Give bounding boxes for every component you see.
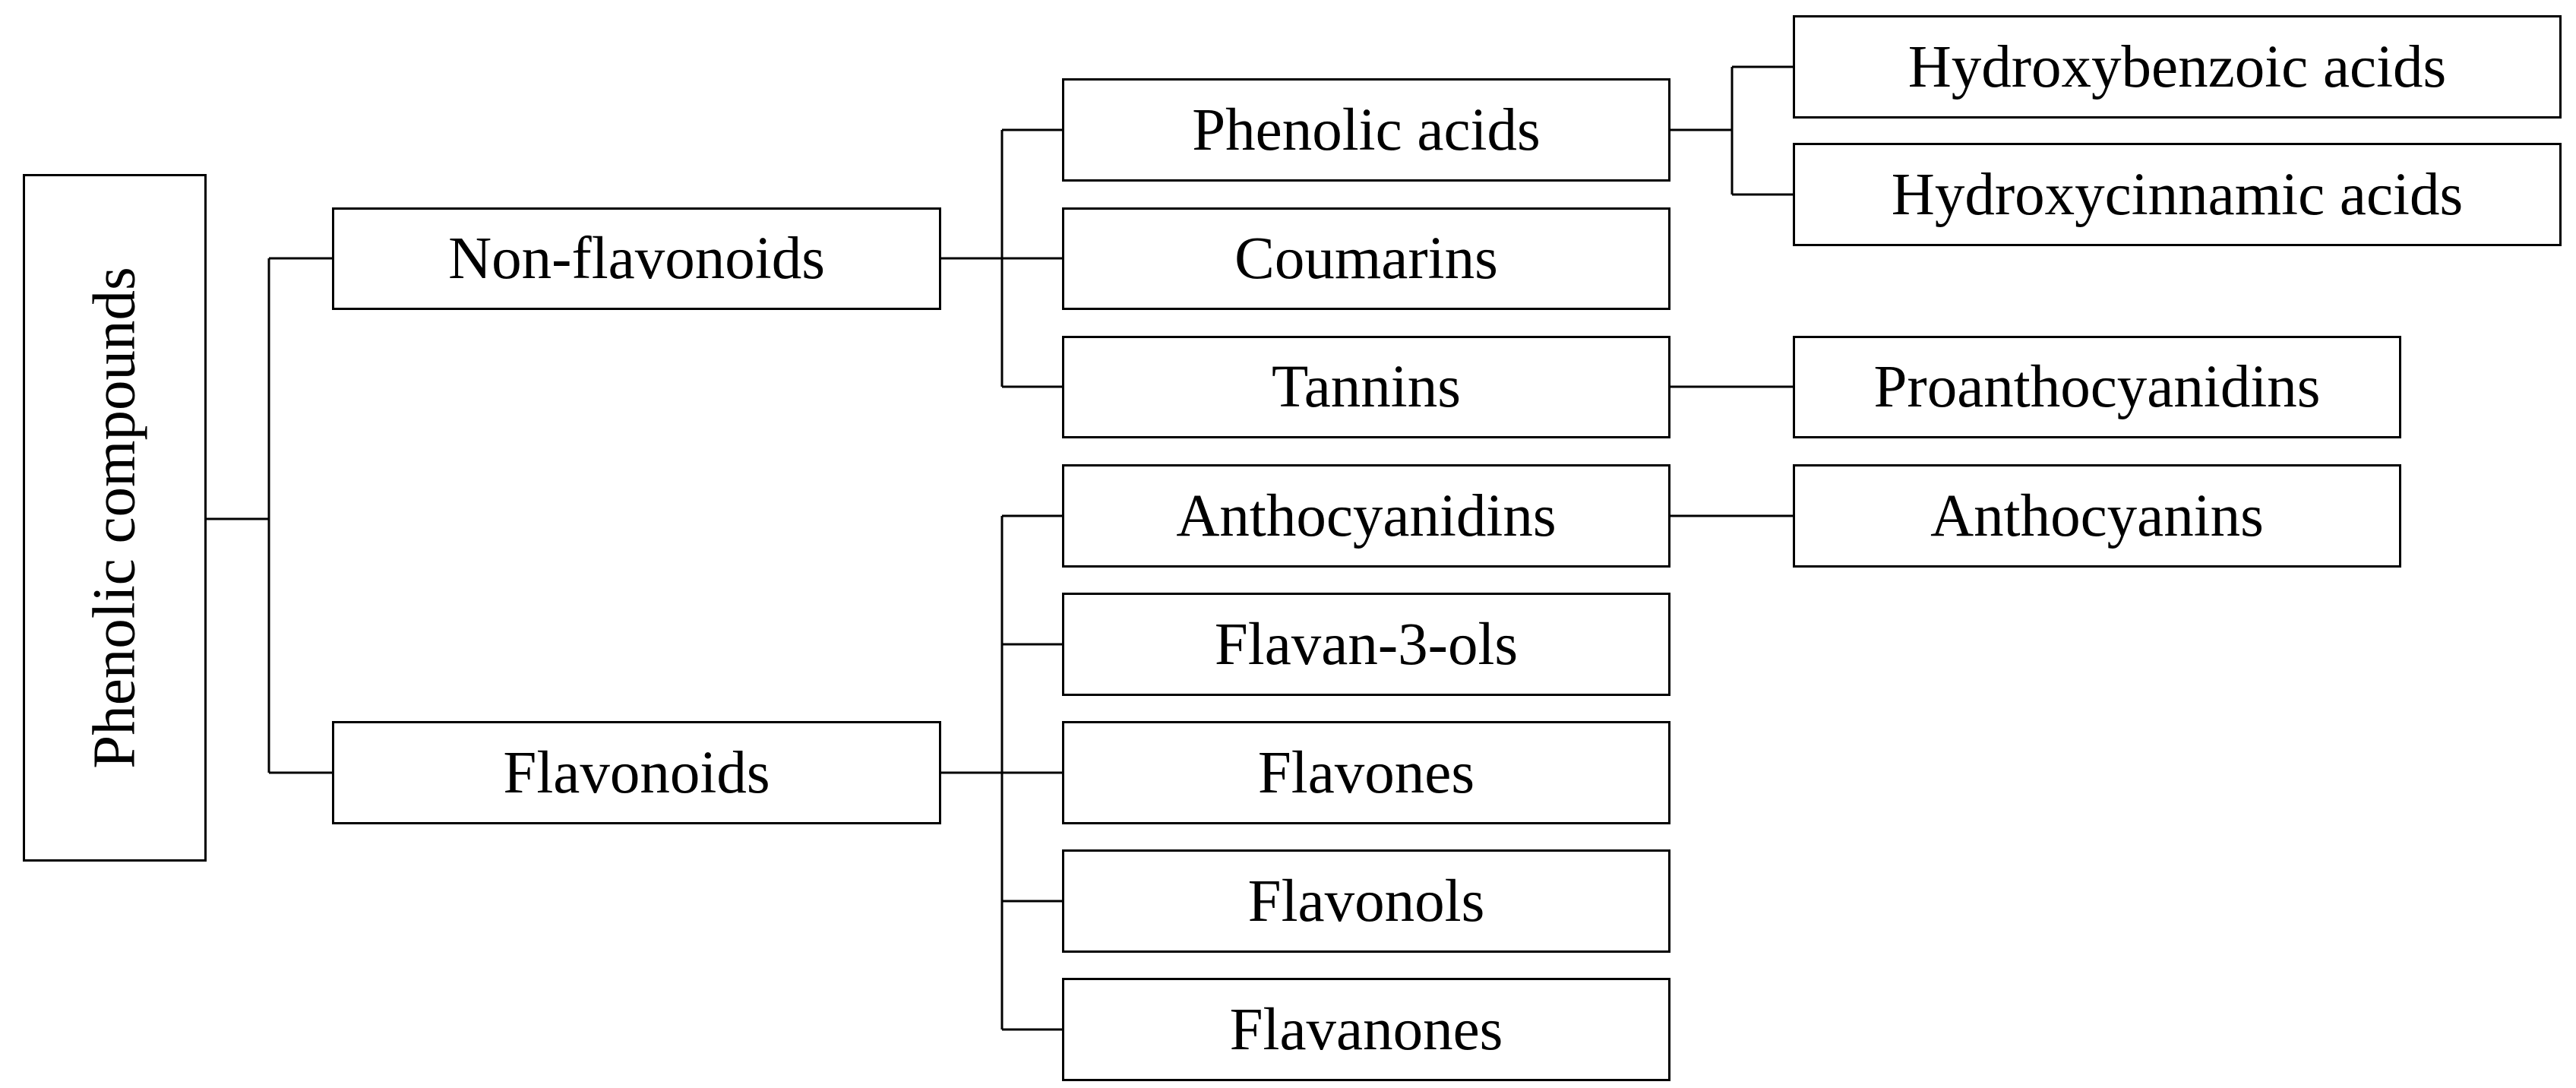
node-flavones: Flavones [1062, 721, 1670, 824]
connector-flavonoids [941, 514, 1062, 1031]
connector-root [207, 257, 332, 774]
node-label: Non-flavonoids [448, 226, 825, 292]
node-label: Coumarins [1234, 226, 1498, 292]
node-label: Flavan-3-ols [1214, 611, 1519, 678]
node-label: Tannins [1272, 354, 1461, 420]
connector-phenolic-acids [1670, 65, 1793, 196]
node-proanthocyanidins: Proanthocyanidins [1793, 336, 2401, 438]
node-label: Hydroxybenzoic acids [1908, 33, 2447, 100]
node-anthocyanidins: Anthocyanidins [1062, 464, 1670, 568]
node-label: Phenolic compounds [81, 267, 148, 769]
node-phenolic-acids: Phenolic acids [1062, 78, 1670, 182]
node-coumarins: Coumarins [1062, 207, 1670, 310]
node-label: Hydroxycinnamic acids [1891, 161, 2464, 228]
node-label: Flavanones [1229, 996, 1503, 1063]
node-hydroxybenzoic-acids: Hydroxybenzoic acids [1793, 15, 2562, 119]
node-flavan-3-ols: Flavan-3-ols [1062, 593, 1670, 696]
node-label: Flavones [1257, 739, 1475, 806]
node-flavonols: Flavonols [1062, 849, 1670, 953]
node-flavonoids: Flavonoids [332, 721, 941, 824]
node-label: Anthocyanins [1930, 482, 2264, 549]
node-tannins: Tannins [1062, 336, 1670, 438]
node-non-flavonoids: Non-flavonoids [332, 207, 941, 310]
node-label: Anthocyanidins [1176, 482, 1557, 549]
node-phenolic-compounds: Phenolic compounds [23, 174, 207, 862]
connector-non-flavonoids [941, 128, 1062, 388]
node-label: Proanthocyanidins [1873, 354, 2321, 420]
node-flavanones: Flavanones [1062, 978, 1670, 1081]
node-label: Flavonoids [503, 739, 770, 806]
node-label: Phenolic acids [1192, 96, 1541, 163]
node-label: Flavonols [1247, 868, 1485, 935]
node-hydroxycinnamic-acids: Hydroxycinnamic acids [1793, 143, 2562, 246]
node-anthocyanins: Anthocyanins [1793, 464, 2401, 568]
